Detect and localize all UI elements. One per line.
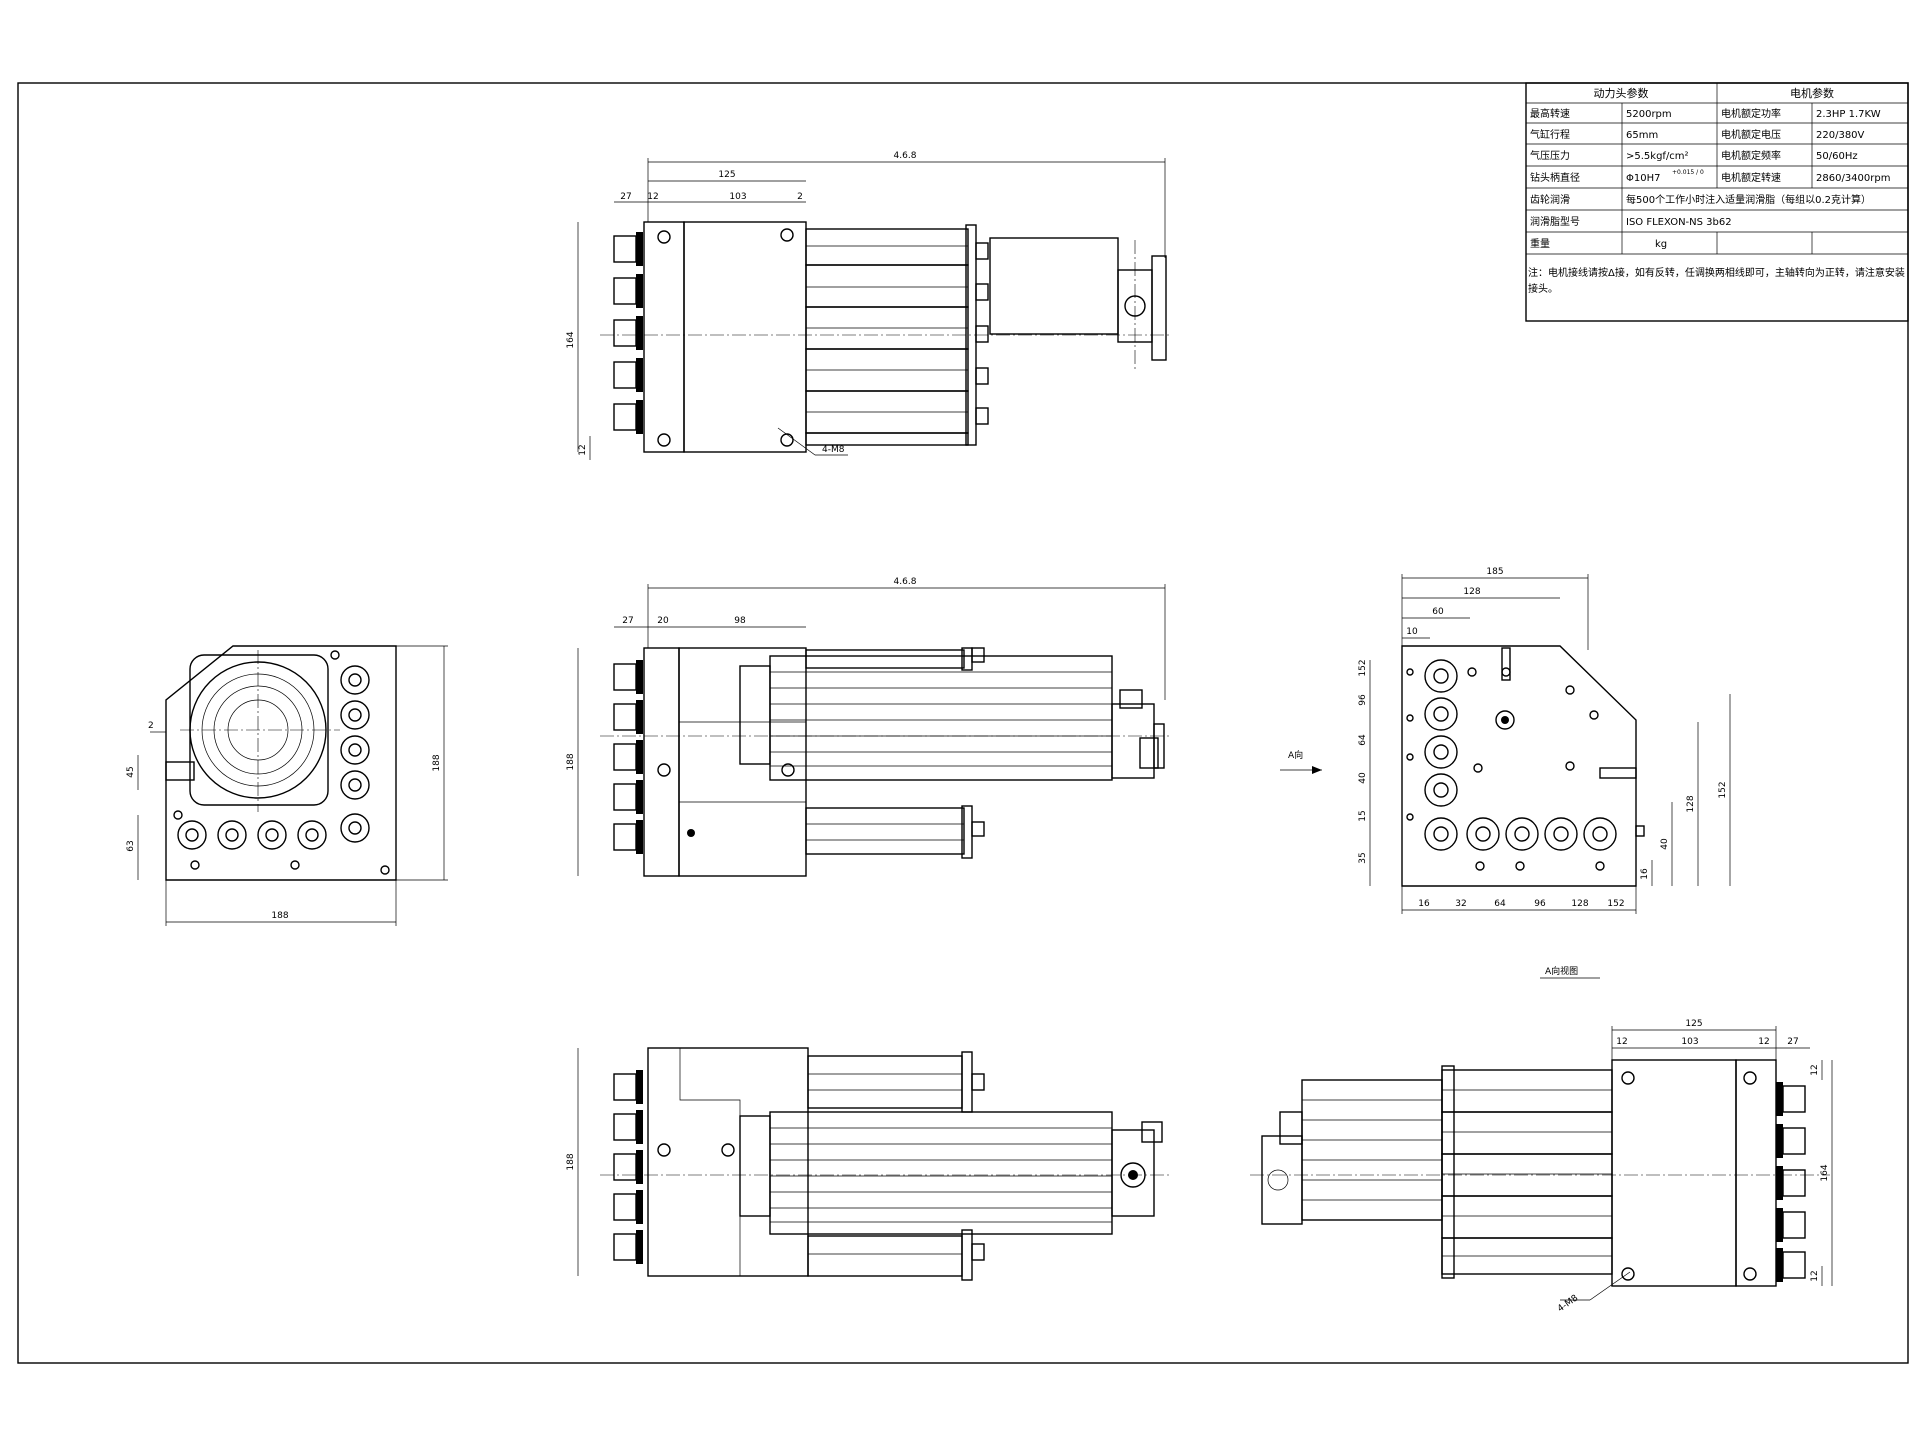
dim-label: 188 — [566, 1153, 576, 1170]
dim-label: 40 — [1358, 772, 1368, 784]
spec-label: 最高转速 — [1530, 107, 1570, 120]
gear-column — [1424, 659, 1458, 851]
spec-value: 5200rpm — [1626, 109, 1672, 120]
title-note-box: 注：电机接线请按Δ接，如有反转，任调换两相线即可，主轴转向为正转，请注意安装接头… — [1528, 268, 1905, 295]
tolerance-note: +0.015 / 0 — [1672, 169, 1704, 176]
view-caption: A向视图 — [1545, 965, 1578, 977]
bottom-view: 188 — [566, 1047, 1170, 1281]
right-bottom-view: 4-M8 125 12 103 12 27 164 12 12 — [1250, 1019, 1833, 1314]
dim-label: 125 — [718, 170, 735, 180]
gear-label: 齿轮润滑 — [1530, 193, 1570, 206]
spec-value: 2.3HP 1.7KW — [1816, 109, 1881, 120]
view-arrow-label: A向 — [1288, 749, 1303, 761]
drawing-frame — [17, 82, 1909, 1364]
dim-label: 96 — [1534, 899, 1546, 909]
dim-label: 64 — [1358, 734, 1368, 746]
gear-row — [1466, 817, 1617, 851]
weight-label: 重量 — [1530, 237, 1550, 250]
front-view: 4.6.8 27 20 98 188 — [566, 577, 1170, 877]
dim-label: 188 — [566, 753, 576, 770]
gear-row — [177, 820, 327, 850]
top-view: 4-M8 4.6.8 125 27 12 103 2 164 12 — [566, 151, 1170, 460]
dim-label: 27 — [622, 616, 633, 626]
dim-label: 188 — [432, 754, 442, 771]
dim-label: 185 — [1486, 567, 1503, 577]
title-head-right: 电机参数 — [1790, 86, 1834, 100]
spec-value: 50/60Hz — [1816, 151, 1858, 162]
end-view: A向 185 128 60 10 16 32 64 96 128 152 152… — [1280, 567, 1731, 979]
spec-label: 气压压力 — [1530, 149, 1570, 162]
title-head-left: 动力头参数 — [1594, 86, 1649, 100]
gear-column — [340, 665, 370, 843]
spec-value: 2860/3400rpm — [1816, 173, 1890, 184]
spec-value: Φ10H7 — [1626, 173, 1660, 184]
dim-label: 10 — [1406, 627, 1418, 637]
spec-value: 220/380V — [1816, 130, 1865, 141]
dim-label: 152 — [1607, 899, 1624, 909]
grease-value: ISO FLEXON-NS 3b62 — [1626, 217, 1732, 228]
spec-label: 电机额定频率 — [1721, 149, 1781, 162]
spec-label: 电机额定功率 — [1721, 107, 1781, 120]
dim-label: 15 — [1358, 810, 1368, 821]
dim-label: 12 — [1810, 1064, 1820, 1075]
dim-label: 4-M8 — [822, 445, 845, 455]
dim-label: 4.6.8 — [894, 577, 917, 587]
weight-unit: kg — [1655, 239, 1667, 250]
dim-label: 40 — [1660, 838, 1670, 850]
dim-label: 98 — [734, 616, 746, 626]
dim-label: 152 — [1718, 781, 1728, 798]
dim-label: 128 — [1686, 795, 1696, 812]
dim-label: 152 — [1358, 659, 1368, 676]
dim-label: 35 — [1358, 852, 1368, 863]
dim-label: 64 — [1494, 899, 1506, 909]
dim-label: 4.6.8 — [894, 151, 917, 161]
dim-label: 2 — [797, 192, 803, 202]
dim-label: 125 — [1685, 1019, 1702, 1029]
title-note: 注：电机接线请按Δ接，如有反转，任调换两相线即可，主轴转向为正转，请注意安装接头… — [1528, 268, 1905, 295]
left-view: 2 45 63 188 188 — [126, 645, 448, 926]
title-block: 动力头参数 电机参数 最高转速 5200rpm 电机额定功率 2.3HP 1.7… — [1525, 82, 1909, 322]
dim-label: 16 — [1640, 868, 1650, 880]
grease-label: 润滑脂型号 — [1530, 215, 1580, 228]
spec-label: 电机额定电压 — [1721, 128, 1781, 141]
dim-label: 12 — [1758, 1037, 1769, 1047]
spec-label: 电机额定转速 — [1721, 171, 1781, 184]
dim-label: 4-M8 — [1556, 1293, 1580, 1314]
dim-label: 45 — [126, 766, 136, 777]
dim-label: 12 — [1810, 1270, 1820, 1281]
spec-value: 65mm — [1626, 130, 1658, 141]
spec-value: >5.5kgf/cm² — [1626, 151, 1689, 162]
dim-label: 128 — [1463, 587, 1480, 597]
spindle-column — [613, 232, 643, 434]
dim-label: 20 — [657, 616, 669, 626]
dim-label: 27 — [620, 192, 631, 202]
spec-label: 钻头柄直径 — [1530, 171, 1580, 184]
dim-label: 60 — [1432, 607, 1444, 617]
gear-value: 每500个工作小时注入适量润滑脂（每组以0.2克计算） — [1626, 193, 1871, 206]
dim-label: 2 — [148, 721, 154, 731]
dim-label: 63 — [126, 840, 136, 851]
dim-label: 103 — [729, 192, 746, 202]
dim-label: 12 — [1616, 1037, 1627, 1047]
dim-label: 128 — [1571, 899, 1588, 909]
dim-label: 16 — [1418, 899, 1430, 909]
dim-label: 32 — [1455, 899, 1466, 909]
dim-label: 12 — [578, 444, 588, 455]
dim-label: 188 — [271, 911, 288, 921]
dim-label: 103 — [1681, 1037, 1698, 1047]
spec-label: 气缸行程 — [1530, 128, 1570, 141]
dim-label: 96 — [1358, 694, 1368, 706]
dim-label: 12 — [647, 192, 658, 202]
dim-label: 164 — [1820, 1164, 1830, 1181]
dim-label: 164 — [566, 331, 576, 348]
dim-label: 27 — [1787, 1037, 1798, 1047]
